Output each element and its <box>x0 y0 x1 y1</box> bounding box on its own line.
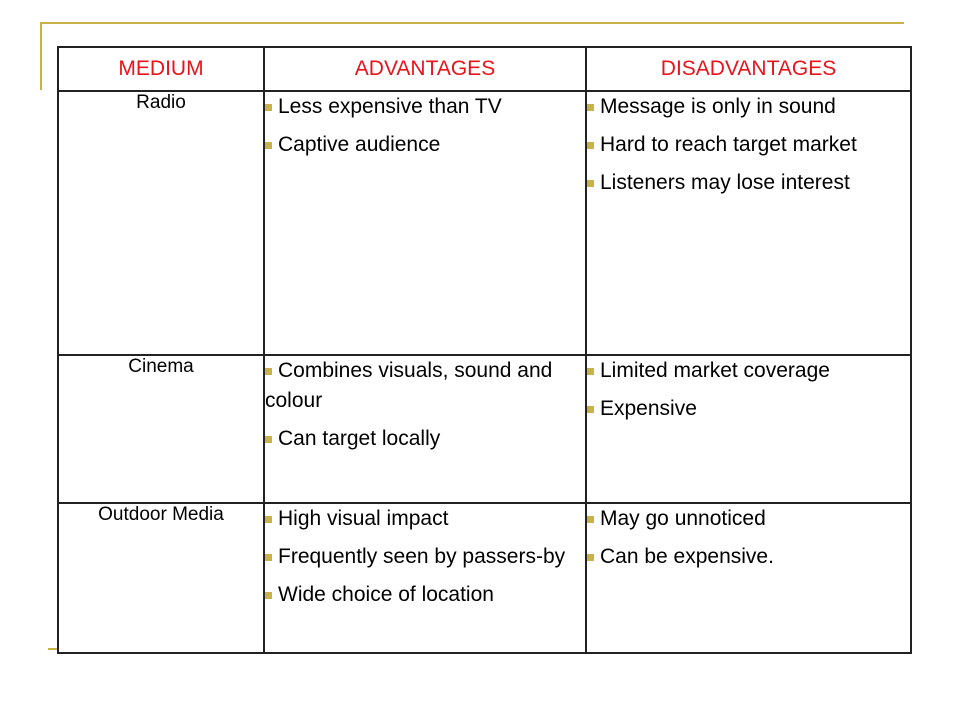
list-item: Expensive <box>587 394 910 424</box>
list-item-text: Listeners may lose interest <box>600 171 850 194</box>
list-item-text: May go unnoticed <box>600 507 766 530</box>
list-item: Combines visuals, sound and colour <box>265 356 585 416</box>
table-header-row: MEDIUM ADVANTAGES DISADVANTAGES <box>57 46 912 92</box>
square-bullet-icon <box>265 554 272 561</box>
list-item: Message is only in sound <box>587 92 910 122</box>
medium-cell: Outdoor Media <box>57 502 265 654</box>
square-bullet-icon <box>265 368 272 375</box>
list-item-text: Message is only in sound <box>600 95 836 118</box>
disadvantages-list: Limited market coverage Expensive <box>587 356 910 424</box>
list-item-text: Captive audience <box>278 133 441 156</box>
disadvantages-cell: Message is only in sound Hard to reach t… <box>585 90 912 356</box>
media-comparison-table: MEDIUM ADVANTAGES DISADVANTAGES Radio Le… <box>57 46 912 654</box>
header-medium: MEDIUM <box>57 46 265 92</box>
list-item: Limited market coverage <box>587 356 910 386</box>
decorative-top-line <box>40 22 904 24</box>
advantages-cell: High visual impact Frequently seen by pa… <box>263 502 587 654</box>
square-bullet-icon <box>587 180 594 187</box>
advantages-list: Combines visuals, sound and colour Can t… <box>265 356 585 454</box>
square-bullet-icon <box>265 516 272 523</box>
list-item-text: Frequently seen by passers-by <box>278 545 566 568</box>
list-item-text: Wide choice of location <box>278 583 494 606</box>
list-item: May go unnoticed <box>587 504 910 534</box>
list-item: Can be expensive. <box>587 542 910 572</box>
square-bullet-icon <box>587 406 594 413</box>
list-item: Captive audience <box>265 130 585 160</box>
advantages-cell: Combines visuals, sound and colour Can t… <box>263 354 587 504</box>
square-bullet-icon <box>265 104 272 111</box>
list-item-text: Combines visuals, sound and colour <box>265 359 553 412</box>
table-row-radio: Radio Less expensive than TV Captive aud… <box>57 90 912 356</box>
table-row-cinema: Cinema Combines visuals, sound and colou… <box>57 354 912 504</box>
list-item: Can target locally <box>265 424 585 454</box>
list-item: Listeners may lose interest <box>587 168 910 198</box>
header-advantages: ADVANTAGES <box>263 46 587 92</box>
square-bullet-icon <box>587 104 594 111</box>
list-item-text: Hard to reach target market <box>600 133 857 156</box>
advantages-cell: Less expensive than TV Captive audience <box>263 90 587 356</box>
disadvantages-cell: May go unnoticed Can be expensive. <box>585 502 912 654</box>
list-item: Less expensive than TV <box>265 92 585 122</box>
list-item-text: High visual impact <box>278 507 449 530</box>
advantages-list: High visual impact Frequently seen by pa… <box>265 504 585 610</box>
medium-cell: Radio <box>57 90 265 356</box>
list-item: Frequently seen by passers-by <box>265 542 585 572</box>
square-bullet-icon <box>587 142 594 149</box>
disadvantages-cell: Limited market coverage Expensive <box>585 354 912 504</box>
square-bullet-icon <box>587 368 594 375</box>
disadvantages-list: May go unnoticed Can be expensive. <box>587 504 910 572</box>
list-item-text: Limited market coverage <box>600 359 830 382</box>
square-bullet-icon <box>587 516 594 523</box>
table-row-outdoor-media: Outdoor Media High visual impact Frequen… <box>57 502 912 654</box>
advantages-list: Less expensive than TV Captive audience <box>265 92 585 160</box>
header-disadvantages: DISADVANTAGES <box>585 46 912 92</box>
disadvantages-list: Message is only in sound Hard to reach t… <box>587 92 910 198</box>
decorative-left-line <box>40 22 42 90</box>
square-bullet-icon <box>587 554 594 561</box>
list-item: Wide choice of location <box>265 580 585 610</box>
medium-cell: Cinema <box>57 354 265 504</box>
square-bullet-icon <box>265 142 272 149</box>
list-item-text: Can target locally <box>278 427 441 450</box>
list-item-text: Less expensive than TV <box>278 95 502 118</box>
list-item: High visual impact <box>265 504 585 534</box>
square-bullet-icon <box>265 592 272 599</box>
square-bullet-icon <box>265 436 272 443</box>
list-item-text: Can be expensive. <box>600 545 774 568</box>
list-item-text: Expensive <box>600 397 697 420</box>
list-item: Hard to reach target market <box>587 130 910 160</box>
